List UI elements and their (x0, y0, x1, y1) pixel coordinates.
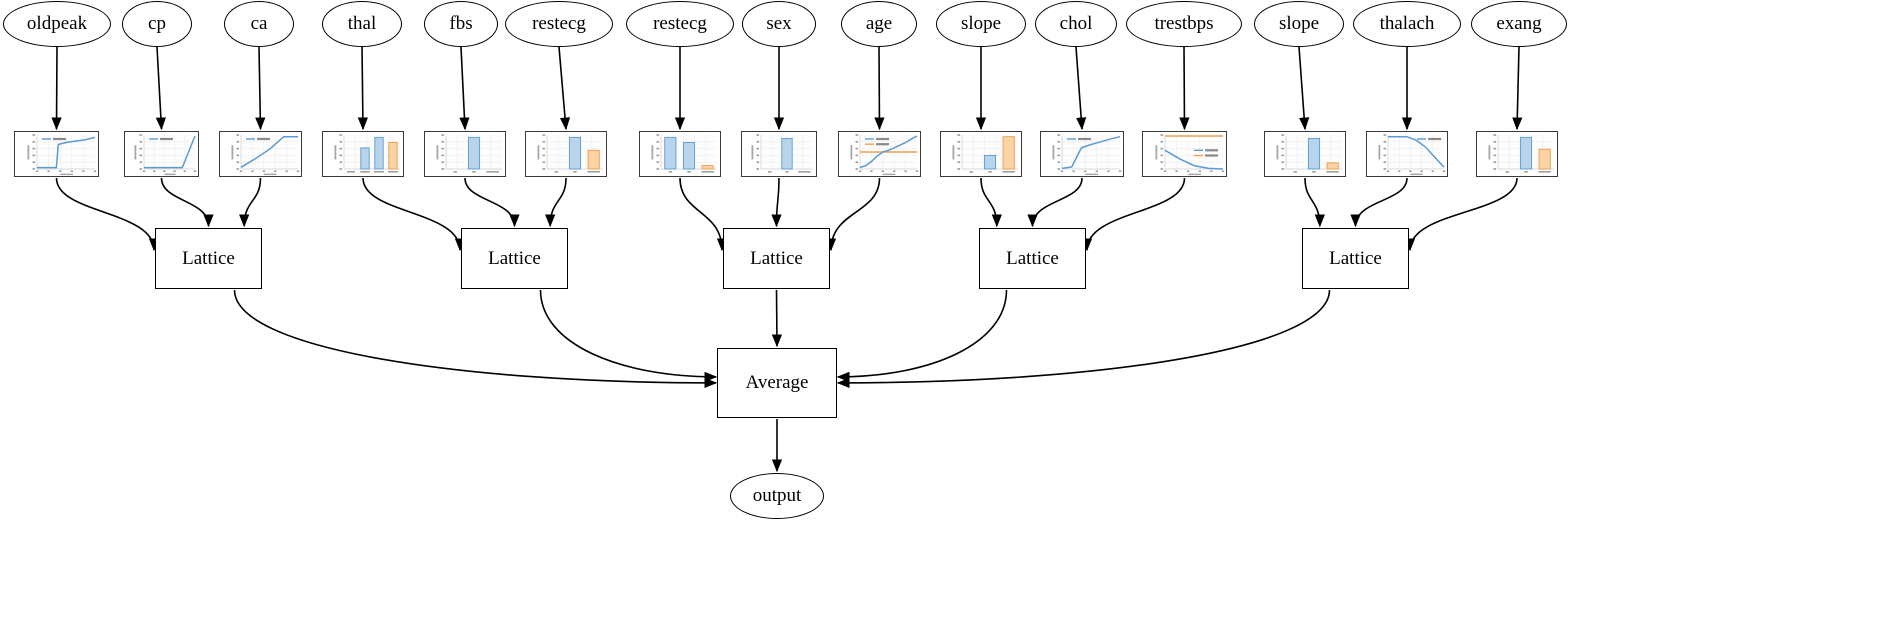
average-node[interactable]: Average (717, 348, 837, 418)
average-node-label: Average (745, 372, 809, 393)
lattice-node-label: Lattice (1329, 247, 1382, 269)
edge-calibrator-to-lattice-slope1 (980, 177, 1002, 228)
edge-calibrator-to-lattice-ca (239, 177, 262, 228)
edge-input-to-calibrator-oldpeak (51, 46, 62, 131)
edge-input-to-calibrator-restecg1 (558, 46, 571, 131)
edge-input-to-calibrator-age (874, 46, 885, 131)
output-node-label: output (752, 485, 802, 506)
edge-calibrator-to-lattice-age (825, 177, 881, 252)
input-node-label: restecg (532, 13, 586, 34)
input-node-label: fbs (449, 13, 473, 34)
calibrator-plot-chol (1040, 131, 1124, 177)
calibrator-plot-restecg1 (525, 131, 607, 177)
lattice-node-label: Lattice (488, 247, 541, 269)
edge-input-to-calibrator-slope2 (1298, 46, 1310, 131)
input-node-label: sex (766, 13, 792, 34)
input-node-label: restecg (653, 13, 707, 34)
calibrator-plot-slope2 (1264, 131, 1346, 177)
calibrator-plot-ca (219, 131, 302, 177)
input-node-label: thalach (1379, 13, 1435, 34)
edge-calibrator-to-lattice-exang (1404, 177, 1518, 252)
calibrator-plot-exang (1476, 131, 1558, 177)
input-node-cp[interactable]: cp (122, 1, 192, 47)
lattice-node-1[interactable]: Lattice (155, 228, 262, 289)
input-node-ca[interactable]: ca (224, 1, 294, 47)
calibrator-plot-thal (322, 131, 404, 177)
edge-input-to-calibrator-exang (1512, 46, 1523, 131)
input-node-trestbps1[interactable]: trestbps (1126, 1, 1242, 47)
output-node[interactable]: output (730, 473, 824, 519)
input-node-slope1[interactable]: slope (936, 1, 1026, 47)
lattice-node-label: Lattice (1006, 247, 1059, 269)
edge-calibrator-to-lattice-trestbps1 (1081, 177, 1186, 252)
input-node-label: age (865, 13, 893, 34)
input-node-label: ca (250, 13, 268, 34)
edge-calibrator-to-lattice-fbs (464, 177, 520, 228)
input-node-thalach[interactable]: thalach (1353, 1, 1461, 47)
edge-input-to-calibrator-ca (255, 46, 266, 131)
lattice-node-5[interactable]: Lattice (1302, 228, 1409, 289)
edge-calibrator-to-lattice-restecg2 (679, 177, 728, 252)
edge-calibrator-to-lattice-cp (160, 177, 214, 228)
input-node-label: exang (1496, 13, 1542, 34)
lattice-node-2[interactable]: Lattice (461, 228, 568, 289)
edge-calibrator-to-lattice-slope2 (1304, 177, 1325, 228)
input-node-restecg1[interactable]: restecg (505, 1, 613, 47)
calibrator-plot-slope1 (940, 131, 1022, 177)
edge-calibrator-to-lattice-restecg1 (545, 177, 567, 228)
edge-input-to-calibrator-trestbps1 (1179, 46, 1190, 131)
input-node-thal[interactable]: thal (322, 1, 402, 47)
calibrator-plot-trestbps1 (1142, 131, 1227, 177)
edge-input-to-calibrator-cp (155, 46, 166, 131)
edge-lattice-to-average-3 (771, 289, 783, 348)
calibrator-plot-fbs (424, 131, 506, 177)
input-node-label: chol (1059, 13, 1093, 34)
calibrator-plot-thalach (1366, 131, 1448, 177)
edge-input-to-calibrator-chol (1075, 46, 1087, 131)
calibrator-plot-cp (124, 131, 199, 177)
edge-lattice-to-average-5 (836, 289, 1331, 389)
edge-calibrator-to-lattice-oldpeak (55, 177, 160, 252)
calibrator-plot-age (838, 131, 921, 177)
edge-input-to-calibrator-fbs (459, 46, 470, 131)
input-node-label: slope (960, 13, 1002, 34)
input-node-chol[interactable]: chol (1035, 1, 1117, 47)
lattice-node-label: Lattice (750, 247, 803, 269)
edge-lattice-to-average-1 (233, 289, 718, 389)
edge-lattice-to-average-4 (836, 289, 1008, 383)
edge-lattice-to-average-2 (539, 289, 718, 383)
input-node-exang[interactable]: exang (1471, 1, 1567, 47)
edge-calibrator-to-lattice-thal (362, 177, 466, 252)
calibrator-plot-restecg2 (639, 131, 721, 177)
lattice-node-3[interactable]: Lattice (723, 228, 830, 289)
input-node-oldpeak[interactable]: oldpeak (3, 1, 111, 47)
input-node-label: thal (347, 13, 377, 34)
input-node-age[interactable]: age (841, 1, 917, 47)
lattice-node-4[interactable]: Lattice (979, 228, 1086, 289)
input-node-restecg2[interactable]: restecg (626, 1, 734, 47)
edge-calibrator-to-lattice-chol (1027, 177, 1083, 228)
edge-input-to-calibrator-thal (357, 46, 368, 131)
edge-calibrator-to-lattice-sex (771, 177, 782, 228)
input-node-slope2[interactable]: slope (1254, 1, 1344, 47)
input-node-fbs[interactable]: fbs (424, 1, 498, 47)
input-node-label: oldpeak (26, 13, 88, 34)
input-node-label: slope (1278, 13, 1320, 34)
calibrator-plot-sex (741, 131, 817, 177)
input-node-label: cp (148, 13, 166, 34)
lattice-node-label: Lattice (182, 247, 235, 269)
edge-calibrator-to-lattice-thalach (1350, 177, 1408, 228)
calibrator-plot-oldpeak (14, 131, 99, 177)
input-node-sex[interactable]: sex (742, 1, 816, 47)
input-node-label: trestbps (1154, 13, 1214, 34)
